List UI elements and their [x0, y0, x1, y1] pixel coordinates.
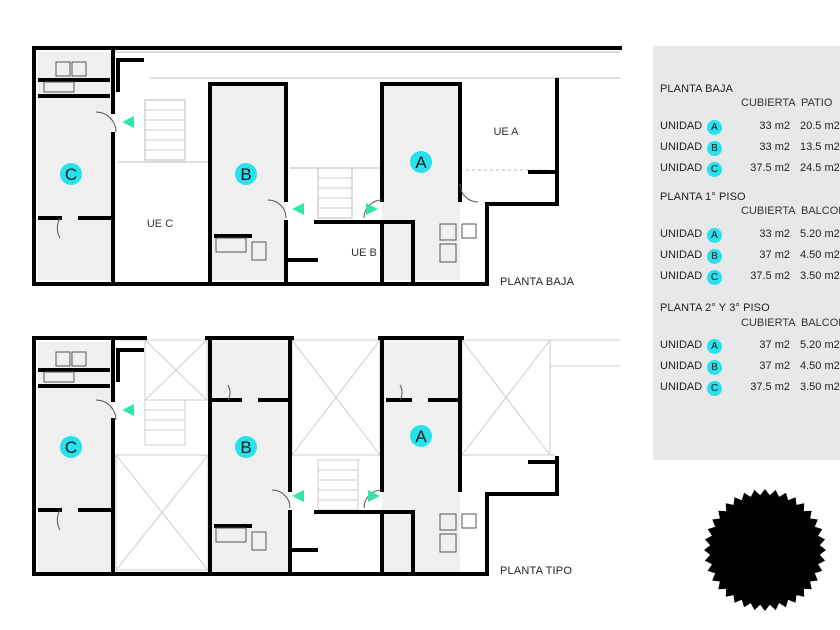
unit-a-area: [382, 84, 460, 280]
table-section-planta-2-3-piso: PLANTA 2° Y 3° PISO: [660, 302, 770, 314]
col-header-cubierta: CUBIERTA: [741, 97, 796, 109]
col-header-patio: PATIO: [801, 97, 833, 109]
table-row: UNIDAD B 33 m2 13.5 m2: [660, 141, 840, 156]
svg-text:B: B: [240, 165, 251, 184]
table-row: UNIDAD C 37.5 m2 3.50 m2: [660, 381, 840, 396]
area-table-panel: PLANTA BAJA CUBIERTA PATIO UNIDAD A 33 m…: [653, 46, 840, 460]
plan-planta-tipo: C B A PLANTA TIPO: [32, 336, 620, 577]
unit-badge-a: A: [410, 151, 432, 173]
col-header-balcon: BALCON: [801, 317, 840, 329]
svg-text:A: A: [415, 427, 427, 446]
unit-badge-c: C: [60, 163, 82, 185]
svg-text:B: B: [240, 438, 251, 457]
unit-badge: C: [707, 381, 722, 396]
unit-badge-a-tipo: A: [410, 425, 432, 447]
ue-a-label: UE A: [493, 126, 519, 138]
section-title: PLANTA BAJA: [660, 83, 734, 95]
unit-badge: C: [707, 162, 722, 177]
section-title: PLANTA 2° Y 3° PISO: [660, 302, 770, 314]
table-row: UNIDAD B 37 m2 4.50 m2: [660, 249, 840, 264]
table-row: UNIDAD A 33 m2 20.5 m2: [660, 120, 840, 135]
table-section-planta-baja: PLANTA BAJA: [660, 83, 733, 95]
unit-badge: B: [707, 360, 722, 375]
unit-badge: A: [707, 120, 722, 135]
table-row: UNIDAD C 37.5 m2 3.50 m2: [660, 270, 840, 285]
ue-b-label: UE B: [351, 247, 377, 259]
svg-text:C: C: [65, 165, 77, 184]
unit-badge: A: [707, 339, 722, 354]
unit-badge-b-tipo: B: [235, 436, 257, 458]
plan-planta-baja: C B A UE A UE B UE C PLANTA BAJA: [32, 46, 622, 288]
plan-title-tipo: PLANTA TIPO: [500, 565, 572, 577]
unit-badge-c-tipo: C: [60, 436, 82, 458]
table-section-planta-1-piso: PLANTA 1° PISO: [660, 191, 746, 203]
table-row: UNIDAD A 37 m2 5.20 m2: [660, 339, 840, 354]
unit-badge: A: [707, 228, 722, 243]
unit-badge: C: [707, 270, 722, 285]
section-title: PLANTA 1° PISO: [660, 191, 746, 203]
unit-badge-b: B: [235, 163, 257, 185]
access-arrows-tipo: [122, 404, 380, 502]
svg-text:C: C: [65, 438, 77, 457]
col-header-cubierta: CUBIERTA: [741, 317, 796, 329]
unit-badge: B: [707, 141, 722, 156]
access-arrows: [122, 116, 378, 215]
ue-c-label: UE C: [147, 218, 173, 230]
table-row: UNIDAD B 37 m2 4.50 m2: [660, 360, 840, 375]
starburst-seal-icon: [704, 489, 826, 611]
unit-a-area-tipo: [382, 342, 460, 572]
plan-title-baja: PLANTA BAJA: [500, 276, 575, 288]
table-row: UNIDAD C 37.5 m2 24.5 m2: [660, 162, 840, 177]
col-header-balcon: BALCON: [801, 205, 840, 217]
table-row: UNIDAD A 33 m2 5.20 m2: [660, 228, 840, 243]
unit-badge: B: [707, 249, 722, 264]
col-header-cubierta: CUBIERTA: [741, 205, 796, 217]
svg-text:A: A: [415, 153, 427, 172]
